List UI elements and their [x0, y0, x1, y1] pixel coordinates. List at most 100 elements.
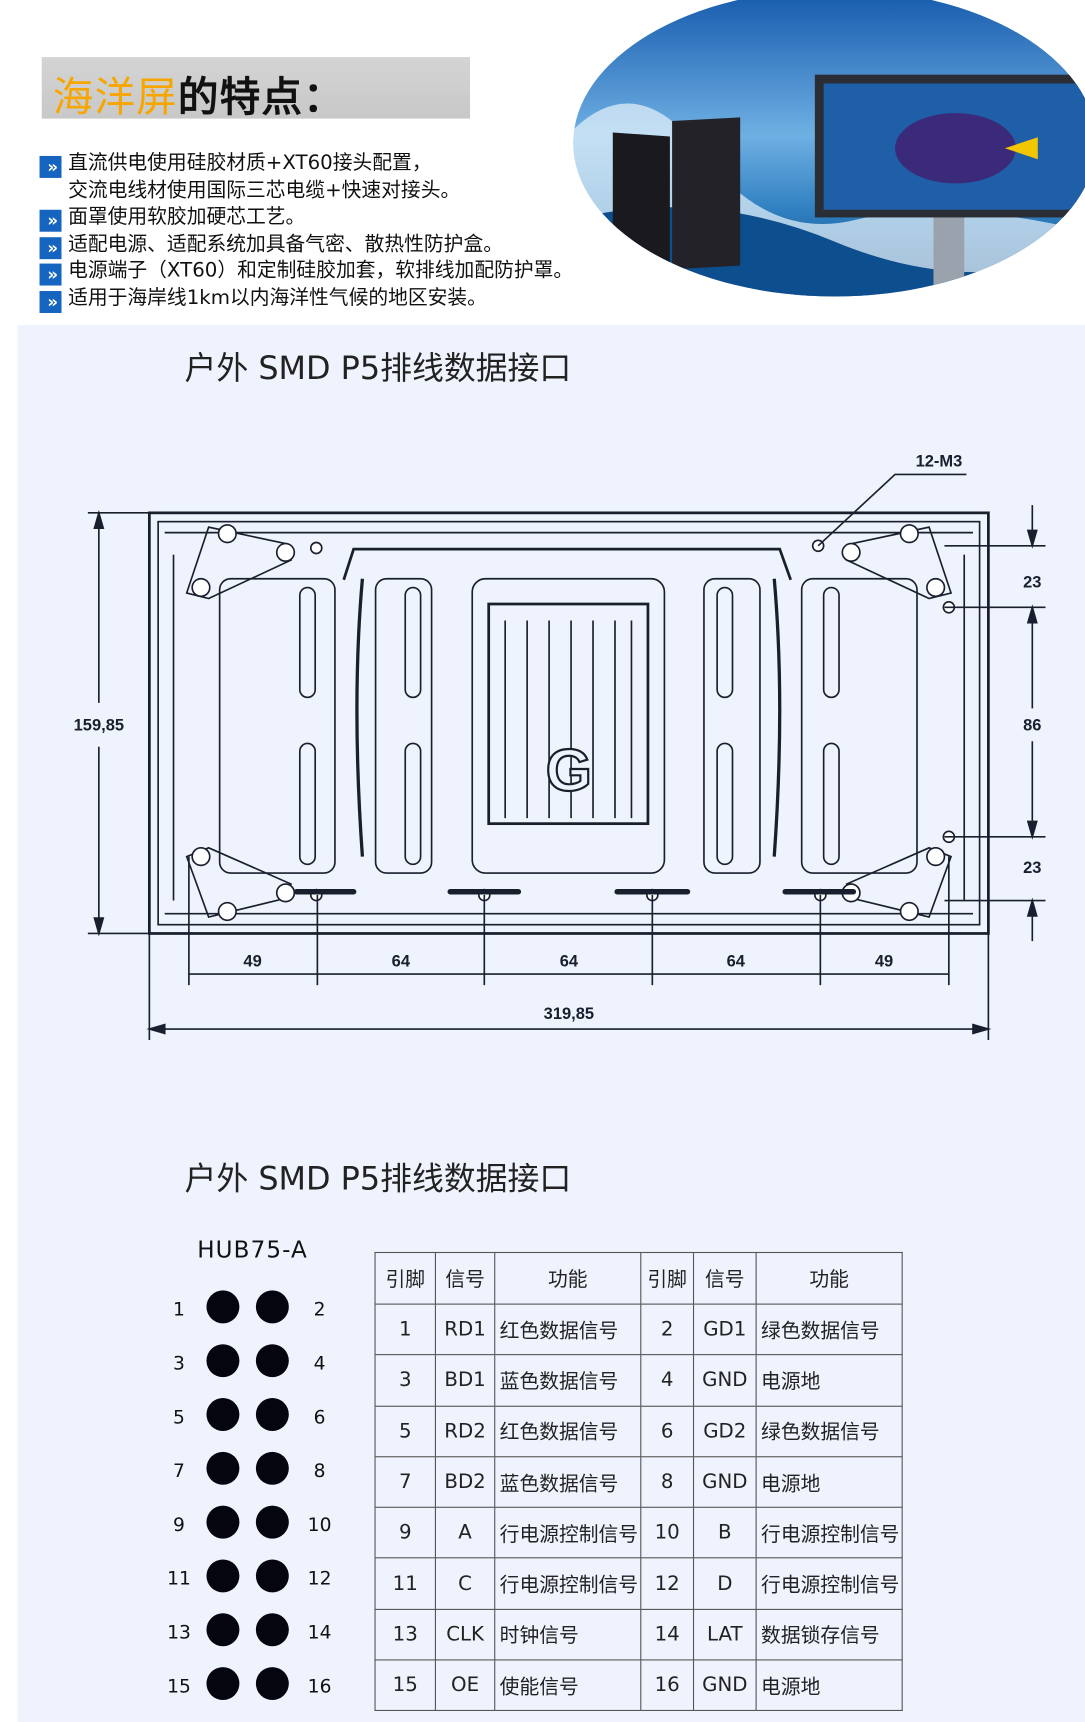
table-cell: B — [692, 1506, 757, 1559]
table-cell: GND — [692, 1659, 757, 1712]
feature-item: » 适用于海岸线1km以内海洋性气候的地区安装。 — [39, 286, 487, 313]
column-header: 信号 — [692, 1251, 757, 1305]
pin-dot — [255, 1344, 289, 1378]
pin-dot — [206, 1613, 240, 1647]
column-header: 功能 — [755, 1251, 903, 1305]
column-header: 引脚 — [374, 1251, 436, 1305]
table-cell: 红色数据信号 — [494, 1303, 642, 1356]
table-cell: 绿色数据信号 — [755, 1303, 903, 1356]
bottom-dim: 49 — [243, 952, 261, 970]
pin-dot — [206, 1559, 240, 1593]
column-header: 功能 — [494, 1251, 642, 1305]
table-cell: 蓝色数据信号 — [494, 1456, 642, 1509]
right-dim: 86 — [1023, 716, 1041, 734]
pin-dot — [255, 1559, 289, 1593]
title-banner — [41, 57, 471, 119]
height-dim: 159,85 — [74, 716, 124, 734]
table-cell: 电源地 — [755, 1456, 903, 1509]
table-cell: 2 — [640, 1303, 695, 1356]
feature-item: »电源端子（XT60）和定制硅胶加套，软排线加配防护罩。 — [39, 258, 574, 286]
table-cell: GND — [692, 1456, 757, 1509]
table-cell: 13 — [374, 1608, 436, 1661]
table-cell: 红色数据信号 — [494, 1405, 642, 1458]
pin-number: 12 — [307, 1568, 332, 1591]
right-dim: 23 — [1023, 859, 1041, 877]
table-cell: 11 — [374, 1557, 436, 1610]
pin-dot — [255, 1290, 289, 1324]
screw-label: 12-M3 — [916, 453, 963, 471]
table-cell: 行电源控制信号 — [494, 1506, 642, 1559]
table-cell: 12 — [640, 1557, 695, 1610]
bottom-dim: 64 — [560, 952, 579, 970]
ocean-screen-photo — [573, 0, 1085, 297]
feature-text: 适用于海岸线1km以内海洋性气候的地区安装。 — [68, 286, 487, 310]
table-cell: LAT — [692, 1608, 757, 1661]
table-cell: 16 — [640, 1659, 695, 1712]
table-cell: 行电源控制信号 — [755, 1506, 903, 1559]
pin-number: 14 — [307, 1622, 332, 1645]
table-cell: BD2 — [434, 1456, 496, 1509]
table-cell: C — [434, 1557, 496, 1610]
table-cell: BD1 — [434, 1354, 496, 1407]
pin-dot — [255, 1613, 289, 1647]
feature-text: 直流供电使用硅胶材质+XT60接头配置， — [68, 151, 432, 175]
dimension-drawing: G 12-M3 159,85 23 86 23 49 64 64 64 49 3… — [74, 453, 1046, 1040]
table-header: 引脚信号功能引脚信号功能 — [374, 1251, 903, 1305]
table-cell: 行电源控制信号 — [755, 1557, 903, 1610]
table-cell: RD2 — [434, 1405, 496, 1458]
table-cell: 蓝色数据信号 — [494, 1354, 642, 1407]
svg-text:G: G — [546, 737, 592, 804]
chevron-icon: » — [39, 209, 62, 232]
pin-dot — [206, 1344, 240, 1378]
table-cell: 8 — [640, 1456, 695, 1509]
pin-dot — [206, 1451, 240, 1485]
table-cell: 9 — [374, 1506, 436, 1559]
table-cell: A — [434, 1506, 496, 1559]
table-cell: 4 — [640, 1354, 695, 1407]
table-cell: 1 — [374, 1303, 436, 1356]
table-cell: 时钟信号 — [494, 1608, 642, 1661]
pin-number: 6 — [313, 1406, 326, 1429]
title-rest: 的特点： — [177, 73, 345, 121]
pin-number: 16 — [307, 1675, 332, 1698]
pin-dot — [206, 1290, 240, 1324]
pin-number: 11 — [167, 1568, 191, 1591]
table-cell: CLK — [434, 1608, 496, 1661]
feature-item: » 适配电源、适配系统加具备气密、散热性防护盒。 — [39, 232, 503, 260]
chevron-icon: » — [39, 237, 62, 260]
pin-number: 15 — [167, 1675, 191, 1698]
pin-dot — [206, 1398, 240, 1431]
table-cell: 使能信号 — [494, 1659, 642, 1712]
table-cell: 电源地 — [755, 1354, 903, 1407]
bottom-dim: 49 — [875, 952, 893, 970]
connector-name: HUB75-A — [197, 1236, 308, 1263]
feature-item: »面罩使用软胶加硬芯工艺。 — [39, 204, 306, 232]
table-cell: RD1 — [434, 1303, 496, 1356]
section-title: 户外 SMD P5排线数据接口 — [184, 1159, 572, 1198]
pin-dot — [255, 1398, 289, 1431]
pin-number: 4 — [313, 1352, 326, 1375]
pin-dot — [206, 1505, 240, 1539]
table-cell: D — [692, 1557, 757, 1610]
chevron-icon: » — [39, 291, 62, 313]
table-cell: 5 — [374, 1405, 436, 1458]
pin-dot — [255, 1505, 289, 1539]
pin-number: 1 — [173, 1299, 185, 1322]
table-cell: GND — [692, 1354, 757, 1407]
total-width-dim: 319,85 — [544, 1005, 594, 1023]
feature-text: 适配电源、适配系统加具备气密、散热性防护盒。 — [68, 232, 503, 256]
table-cell: 15 — [374, 1659, 436, 1712]
bottom-dim: 64 — [392, 952, 411, 970]
table-cell: 14 — [640, 1608, 695, 1661]
feature-text: 电源端子（XT60）和定制硅胶加套，软排线加配防护罩。 — [68, 259, 574, 283]
table-cell: 行电源控制信号 — [494, 1557, 642, 1610]
feature-item: »直流供电使用硅胶材质+XT60接头配置，交流电线材使用国际三芯电缆+快速对接头… — [39, 150, 461, 204]
